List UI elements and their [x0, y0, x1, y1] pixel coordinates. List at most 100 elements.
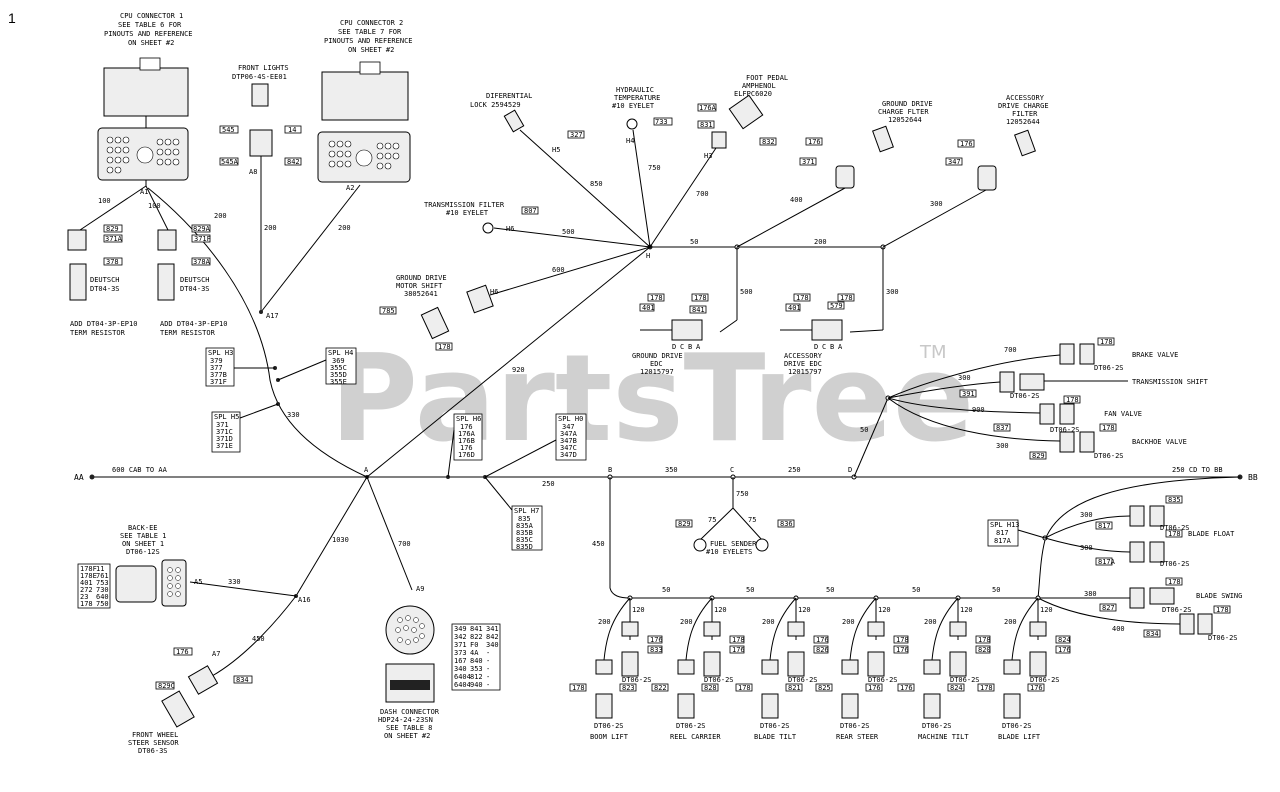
- svg-text:340: 340: [486, 641, 499, 649]
- svg-text:SPL H5: SPL H5: [214, 413, 239, 421]
- wire-len-330b: 330: [228, 578, 241, 586]
- svg-text:B: B: [830, 343, 834, 351]
- ground-drive-edc[interactable]: 500 178 178 401 841 D C B A GROUND DRIVE…: [632, 247, 753, 376]
- ground-drive-charge-filter[interactable]: GROUND DRIVE CHARGE FLTER 12052644 176 3…: [736, 100, 933, 248]
- node-a8: A8: [249, 168, 257, 176]
- trademark: TM: [919, 342, 947, 363]
- front-lights-connector[interactable]: FRONT LIGHTS DTP06-4S-EE01 545 14 545A 8…: [219, 64, 302, 312]
- svg-text:833: 833: [650, 646, 663, 654]
- wire-len-920: 920: [512, 366, 525, 374]
- differential-lock[interactable]: DIFERENTIAL LOCK 2594529 327 H5 850: [470, 92, 651, 248]
- cpu-connector-2[interactable]: CPU CONNECTOR 2 SEE TABLE 7 FOR PINOUTS …: [317, 19, 413, 192]
- svg-text:835: 835: [518, 515, 531, 523]
- svg-text:178: 178: [1168, 530, 1181, 538]
- backhoe-valve[interactable]: 178 829 DT06-2S BACKHOE VALVE: [1029, 423, 1187, 460]
- svg-text:812: 812: [470, 673, 483, 681]
- transmission-filter[interactable]: TRANSMISSION FILTER #10 EYELET 807 H6 50…: [424, 201, 651, 248]
- blade-tilt-valve[interactable]: 200 120 176 826 178 821 DT06-2S DT06-2S …: [735, 597, 829, 741]
- svg-text:-: -: [486, 681, 490, 689]
- svg-text:SPL H3: SPL H3: [208, 349, 233, 357]
- wire-176: 176: [808, 138, 821, 146]
- node-a5: A5: [194, 578, 202, 586]
- svg-text:822: 822: [654, 684, 667, 692]
- svg-text:823: 823: [622, 684, 635, 692]
- svg-text:178: 178: [896, 636, 909, 644]
- svg-text:-: -: [486, 665, 490, 673]
- back-ee-connector[interactable]: BACK-EE SEE TABLE 1 ON SHEET 1 DT06-12S …: [77, 524, 187, 609]
- svg-text:GROUND DRIVE: GROUND DRIVE: [396, 274, 447, 282]
- svg-text:369: 369: [332, 357, 345, 365]
- wire-len-600: 600: [552, 266, 565, 274]
- wire-841: 841: [692, 306, 705, 314]
- svg-text:75: 75: [748, 516, 756, 524]
- svg-text:DT06-2S: DT06-2S: [1208, 634, 1238, 642]
- deutsch1-line1: DEUTSCH: [90, 276, 120, 284]
- svg-text:BOOM LIFT: BOOM LIFT: [590, 733, 629, 741]
- svg-text:176D: 176D: [458, 451, 475, 459]
- svg-text:DT06-2S: DT06-2S: [1094, 452, 1124, 460]
- wire-len-250a: 250: [542, 480, 555, 488]
- svg-text:BLADE LIFT: BLADE LIFT: [998, 733, 1041, 741]
- foot-pedal[interactable]: FOOT PEDAL AMPHENOL ELFPC6020 176A 831 8…: [649, 74, 788, 248]
- front-wheel-steer-sensor[interactable]: 176 829C 834 A7 FRONT WHEEL STEER SENSOR…: [128, 647, 253, 755]
- deutsch-terminator-2[interactable]: 829A 371F 378A DEUTSCH DT04-3S ADD DT04-…: [157, 224, 227, 337]
- transmission-shift[interactable]: 391 DT06-2S TRANSMISSION SHIFT: [959, 371, 1209, 400]
- node-a2: A2: [346, 184, 354, 192]
- blade-swing[interactable]: 380 400 178 827 178 834 DT06-2S DT06-2S …: [1037, 577, 1242, 642]
- accessory-drive-edc[interactable]: 300 178 178 401 579 D C B A ACCESSORY DR…: [780, 247, 899, 376]
- deutsch1-line2: DT04-3S: [90, 285, 120, 293]
- svg-text:38052641: 38052641: [404, 290, 438, 298]
- rear-steer-valve[interactable]: 200 120 178 176 825 176 DT06-2S DT06-2S …: [815, 597, 909, 741]
- svg-text:50: 50: [826, 586, 834, 594]
- svg-text:200: 200: [598, 618, 611, 626]
- svg-text:BRAKE VALVE: BRAKE VALVE: [1132, 351, 1178, 359]
- accessory-drive-charge-filter[interactable]: ACCESSORY DRIVE CHARGE FILTER 12052644 1…: [882, 94, 1049, 248]
- svg-text:821: 821: [788, 684, 801, 692]
- cpu-connector-1[interactable]: CPU CONNECTOR 1 SEE TABLE 6 FOR PINOUTS …: [97, 12, 193, 196]
- bottom-bus: 450 50 50 50 50 50: [592, 477, 1041, 601]
- blade-lift-valve[interactable]: 200 120 824 176 178 176 DT06-2S DT06-2S …: [977, 597, 1071, 741]
- svg-text:380: 380: [1084, 590, 1097, 598]
- reel-carrier-valve[interactable]: 200 120 178 176 822 828 DT06-2S DT06-2S …: [651, 597, 745, 741]
- svg-text:50: 50: [746, 586, 754, 594]
- svg-text:DT06-2S: DT06-2S: [868, 676, 898, 684]
- svg-text:827: 827: [1102, 604, 1115, 612]
- wire-785: 785: [382, 307, 395, 315]
- svg-text:DRIVE CHARGE: DRIVE CHARGE: [998, 102, 1049, 110]
- term2-line1: ADD DT04-3P-EP10: [160, 320, 227, 328]
- node-h4: H5: [552, 146, 560, 154]
- ground-drive-motor-shift[interactable]: GROUND DRIVE MOTOR SHIFT 38052641 785 17…: [379, 246, 651, 351]
- svg-text:BLADE TILT: BLADE TILT: [754, 733, 797, 741]
- svg-text:SPL H13: SPL H13: [990, 521, 1020, 529]
- node-h5: H6: [506, 225, 514, 233]
- svg-text:824: 824: [950, 684, 963, 692]
- svg-text:300: 300: [1080, 544, 1093, 552]
- svg-text:FRONT WHEEL: FRONT WHEEL: [132, 731, 178, 739]
- svg-text:377B: 377B: [210, 371, 227, 379]
- svg-text:178: 178: [1102, 424, 1115, 432]
- wire-178-aedc2: 178: [840, 294, 853, 302]
- machine-tilt-valve[interactable]: 200 120 178 820 176 824 DT06-2S DT06-2S …: [897, 597, 991, 741]
- blade-float[interactable]: 835 817 178 817A DT06-2S DT06-2S BLADE F…: [1095, 495, 1235, 568]
- page-number: 1: [8, 10, 16, 26]
- brake-valve[interactable]: 178 DT06-2S BRAKE VALVE: [1059, 337, 1178, 372]
- splice-h10: SPL H0 347 347A 347B 347C 347D: [484, 413, 587, 478]
- cpu1-line2: SEE TABLE 6 FOR: [118, 21, 182, 29]
- deutsch-terminator-1[interactable]: 100 100 829 371A 378 DEUTSCH DT04-3S ADD…: [67, 185, 169, 337]
- svg-text:12052644: 12052644: [888, 116, 922, 124]
- svg-text:347D: 347D: [560, 451, 577, 459]
- svg-text:ELFPC6020: ELFPC6020: [734, 90, 772, 98]
- fan-valve[interactable]: 178 837 DT06-2S FAN VALVE: [993, 395, 1142, 434]
- wire-579: 579: [830, 302, 843, 310]
- dash-connector[interactable]: 349 841 341 342 822 842 371 F0 340 373 4…: [378, 605, 501, 740]
- svg-text:371D: 371D: [216, 435, 233, 443]
- svg-text:DT06-2S: DT06-2S: [760, 722, 790, 730]
- svg-text:176: 176: [1030, 684, 1043, 692]
- node-a16: A16: [298, 596, 311, 604]
- svg-text:SPL H6: SPL H6: [456, 415, 481, 423]
- boom-lift-valve[interactable]: 200 120 176 833 178 823 DT06-2S DT06-2S …: [569, 597, 663, 741]
- hydraulic-temperature[interactable]: HYDRAULIC TEMPERATURE #10 EYELET 733 H4 …: [612, 86, 673, 248]
- svg-text:DT06-12S: DT06-12S: [126, 548, 160, 556]
- svg-text:AMPHENOL: AMPHENOL: [742, 82, 776, 90]
- fuel-sender[interactable]: 750 75 75 829 836 FUEL SENDER #10 EYELET…: [675, 477, 795, 556]
